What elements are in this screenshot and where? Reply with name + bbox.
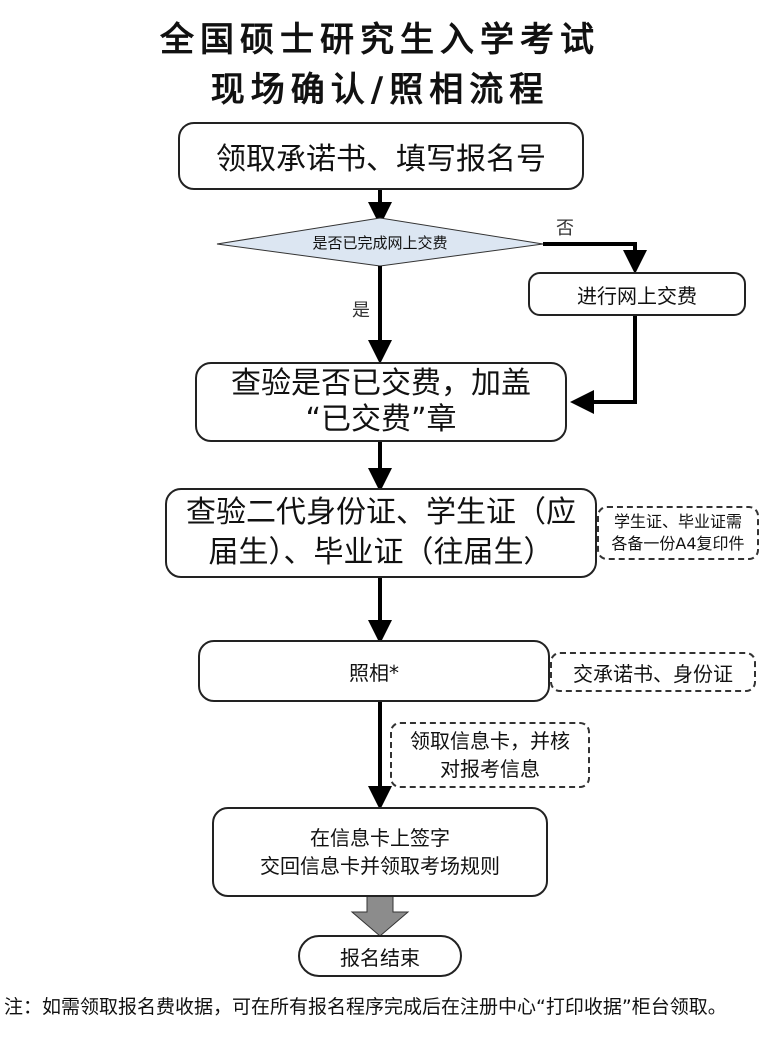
step-sign-card-line2: 交回信息卡并领取考场规则 — [260, 854, 500, 878]
step-check-fee-line2: “已交费”章 — [305, 402, 457, 437]
step-check-id-line1: 查验二代身份证、学生证（应 — [186, 495, 576, 530]
note-receive-info-card: 领取信息卡，并核 对报考信息 — [390, 722, 590, 788]
arrow-sign-to-end — [350, 895, 410, 937]
step-check-id: 查验二代身份证、学生证（应 届生）、毕业证（往届生） — [165, 488, 597, 578]
footnote: 注：如需领取报名费收据，可在所有报名程序完成后在注册中心“打印收据”柜台领取。 — [4, 996, 727, 1018]
step-check-fee-line1: 查验是否已交费，加盖 — [231, 366, 531, 401]
arrow-no-branch — [543, 242, 647, 274]
step-photo: 照相* — [198, 640, 550, 702]
step-end-text: 报名结束 — [340, 945, 420, 970]
note-copies-line2: 各备一份A4复印件 — [611, 534, 745, 553]
note-info-card-line1: 领取信息卡，并核 — [410, 729, 570, 753]
title-line-1: 全国硕士研究生入学考试 — [160, 20, 600, 60]
note-submit-pledge-id-text: 交承诺书、身份证 — [573, 661, 733, 686]
step-receive-pledge: 领取承诺书、填写报名号 — [178, 122, 584, 190]
step-sign-card-line1: 在信息卡上签字 — [310, 826, 450, 850]
step-check-id-line2: 届生）、毕业证（往届生） — [208, 535, 554, 570]
note-submit-pledge-id: 交承诺书、身份证 — [550, 652, 756, 692]
title-line-2: 现场确认/照相流程 — [210, 70, 550, 110]
step-photo-text: 照相* — [349, 660, 399, 685]
step-check-fee: 查验是否已交费，加盖 “已交费”章 — [195, 362, 567, 442]
arrow-pay-to-check — [570, 316, 637, 414]
step-receive-pledge-text: 领取承诺书、填写报名号 — [216, 142, 546, 177]
no-label: 否 — [556, 218, 574, 239]
step-end: 报名结束 — [298, 935, 462, 977]
yes-label: 是 — [352, 300, 370, 321]
step-pay-online: 进行网上交费 — [528, 272, 746, 316]
note-copies-required: 学生证、毕业证需 各备一份A4复印件 — [597, 506, 759, 560]
step-pay-online-text: 进行网上交费 — [577, 283, 697, 308]
note-info-card-line2: 对报考信息 — [440, 757, 540, 781]
decision-text: 是否已完成网上交费 — [312, 234, 448, 252]
note-copies-line1: 学生证、毕业证需 — [613, 512, 742, 531]
step-sign-card: 在信息卡上签字 交回信息卡并领取考场规则 — [212, 807, 548, 897]
